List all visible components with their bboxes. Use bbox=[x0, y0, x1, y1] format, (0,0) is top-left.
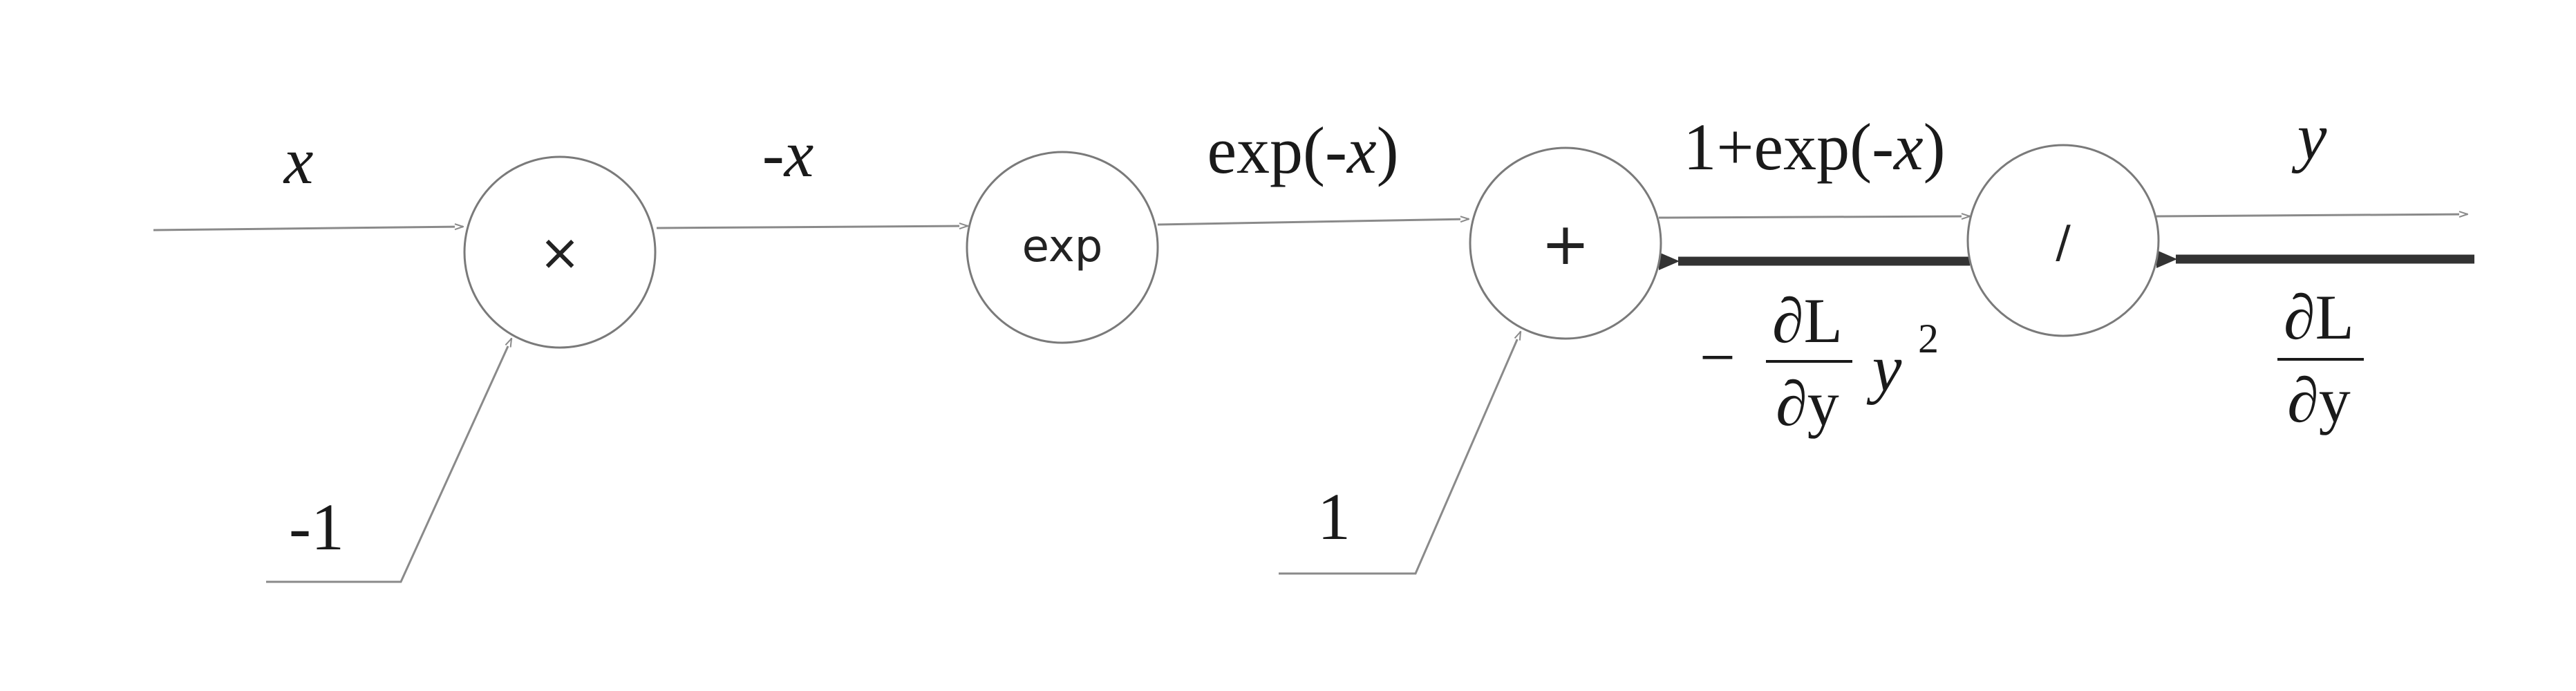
node-multiply-symbol: × bbox=[539, 223, 581, 281]
node-divide-symbol: / bbox=[2056, 217, 2071, 268]
node-divide: / bbox=[1966, 144, 2160, 337]
label-one-plus-exp-suffix: ) bbox=[1924, 110, 1946, 184]
label-dl-dy-numerator-text: ∂L bbox=[2284, 282, 2354, 352]
label-y-exponent: 2 bbox=[1918, 316, 1939, 361]
edge-output-y bbox=[2156, 214, 2467, 216]
edge-exp-neg-x bbox=[1157, 219, 1469, 226]
label-exp-neg-x-suffix: ) bbox=[1377, 113, 1399, 187]
label-neg-dl-dy-y2: − ∂L ∂y y 2 bbox=[1700, 285, 1939, 439]
label-input-x: x bbox=[283, 124, 314, 198]
label-exp-neg-x-var: x bbox=[1346, 113, 1377, 187]
label-neg-x-var: x bbox=[783, 117, 814, 191]
label-neg-one: -1 bbox=[289, 490, 344, 564]
label-neg-x-sign: - bbox=[762, 117, 784, 191]
backward-edges bbox=[1659, 250, 2474, 270]
node-exp: exp bbox=[966, 151, 1159, 344]
label-y-base: y bbox=[1866, 331, 1902, 405]
node-add: + bbox=[1469, 146, 1662, 340]
edge-neg-x bbox=[656, 226, 968, 228]
edge-one bbox=[1279, 332, 1522, 575]
label-neg-dl-dy-denominator: ∂y bbox=[1776, 368, 1839, 439]
label-neg-x: -x bbox=[762, 117, 814, 191]
node-add-symbol: + bbox=[1541, 210, 1590, 278]
label-one-plus-exp-prefix: 1+exp(- bbox=[1683, 110, 1894, 184]
label-neg-dl-dy-numerator: ∂L bbox=[1772, 285, 1843, 356]
label-one: 1 bbox=[1317, 480, 1351, 553]
forward-edges bbox=[153, 214, 2467, 583]
node-exp-symbol: exp bbox=[1022, 221, 1103, 272]
label-neg-sign: − bbox=[1700, 322, 1736, 392]
node-multiply: × bbox=[463, 155, 657, 349]
label-dl-dy-denominator-text: ∂y bbox=[2287, 365, 2350, 435]
label-dl-dy-denominator: ∂y bbox=[2287, 365, 2350, 435]
label-dl-dy-numerator: ∂L bbox=[2284, 282, 2354, 352]
label-one-plus-exp-var: x bbox=[1892, 110, 1924, 184]
label-exp-neg-x: exp(-x) bbox=[1207, 113, 1398, 187]
label-exp-neg-x-prefix: exp(- bbox=[1207, 113, 1347, 187]
edge-neg-one bbox=[266, 339, 513, 583]
edge-one-plus-exp bbox=[1658, 216, 1970, 218]
label-dl-dy: ∂L ∂y bbox=[2277, 282, 2364, 435]
edge-input-x bbox=[153, 227, 463, 231]
label-one-plus-exp: 1+exp(-x) bbox=[1683, 110, 1945, 184]
label-output-y: y bbox=[2291, 100, 2327, 173]
